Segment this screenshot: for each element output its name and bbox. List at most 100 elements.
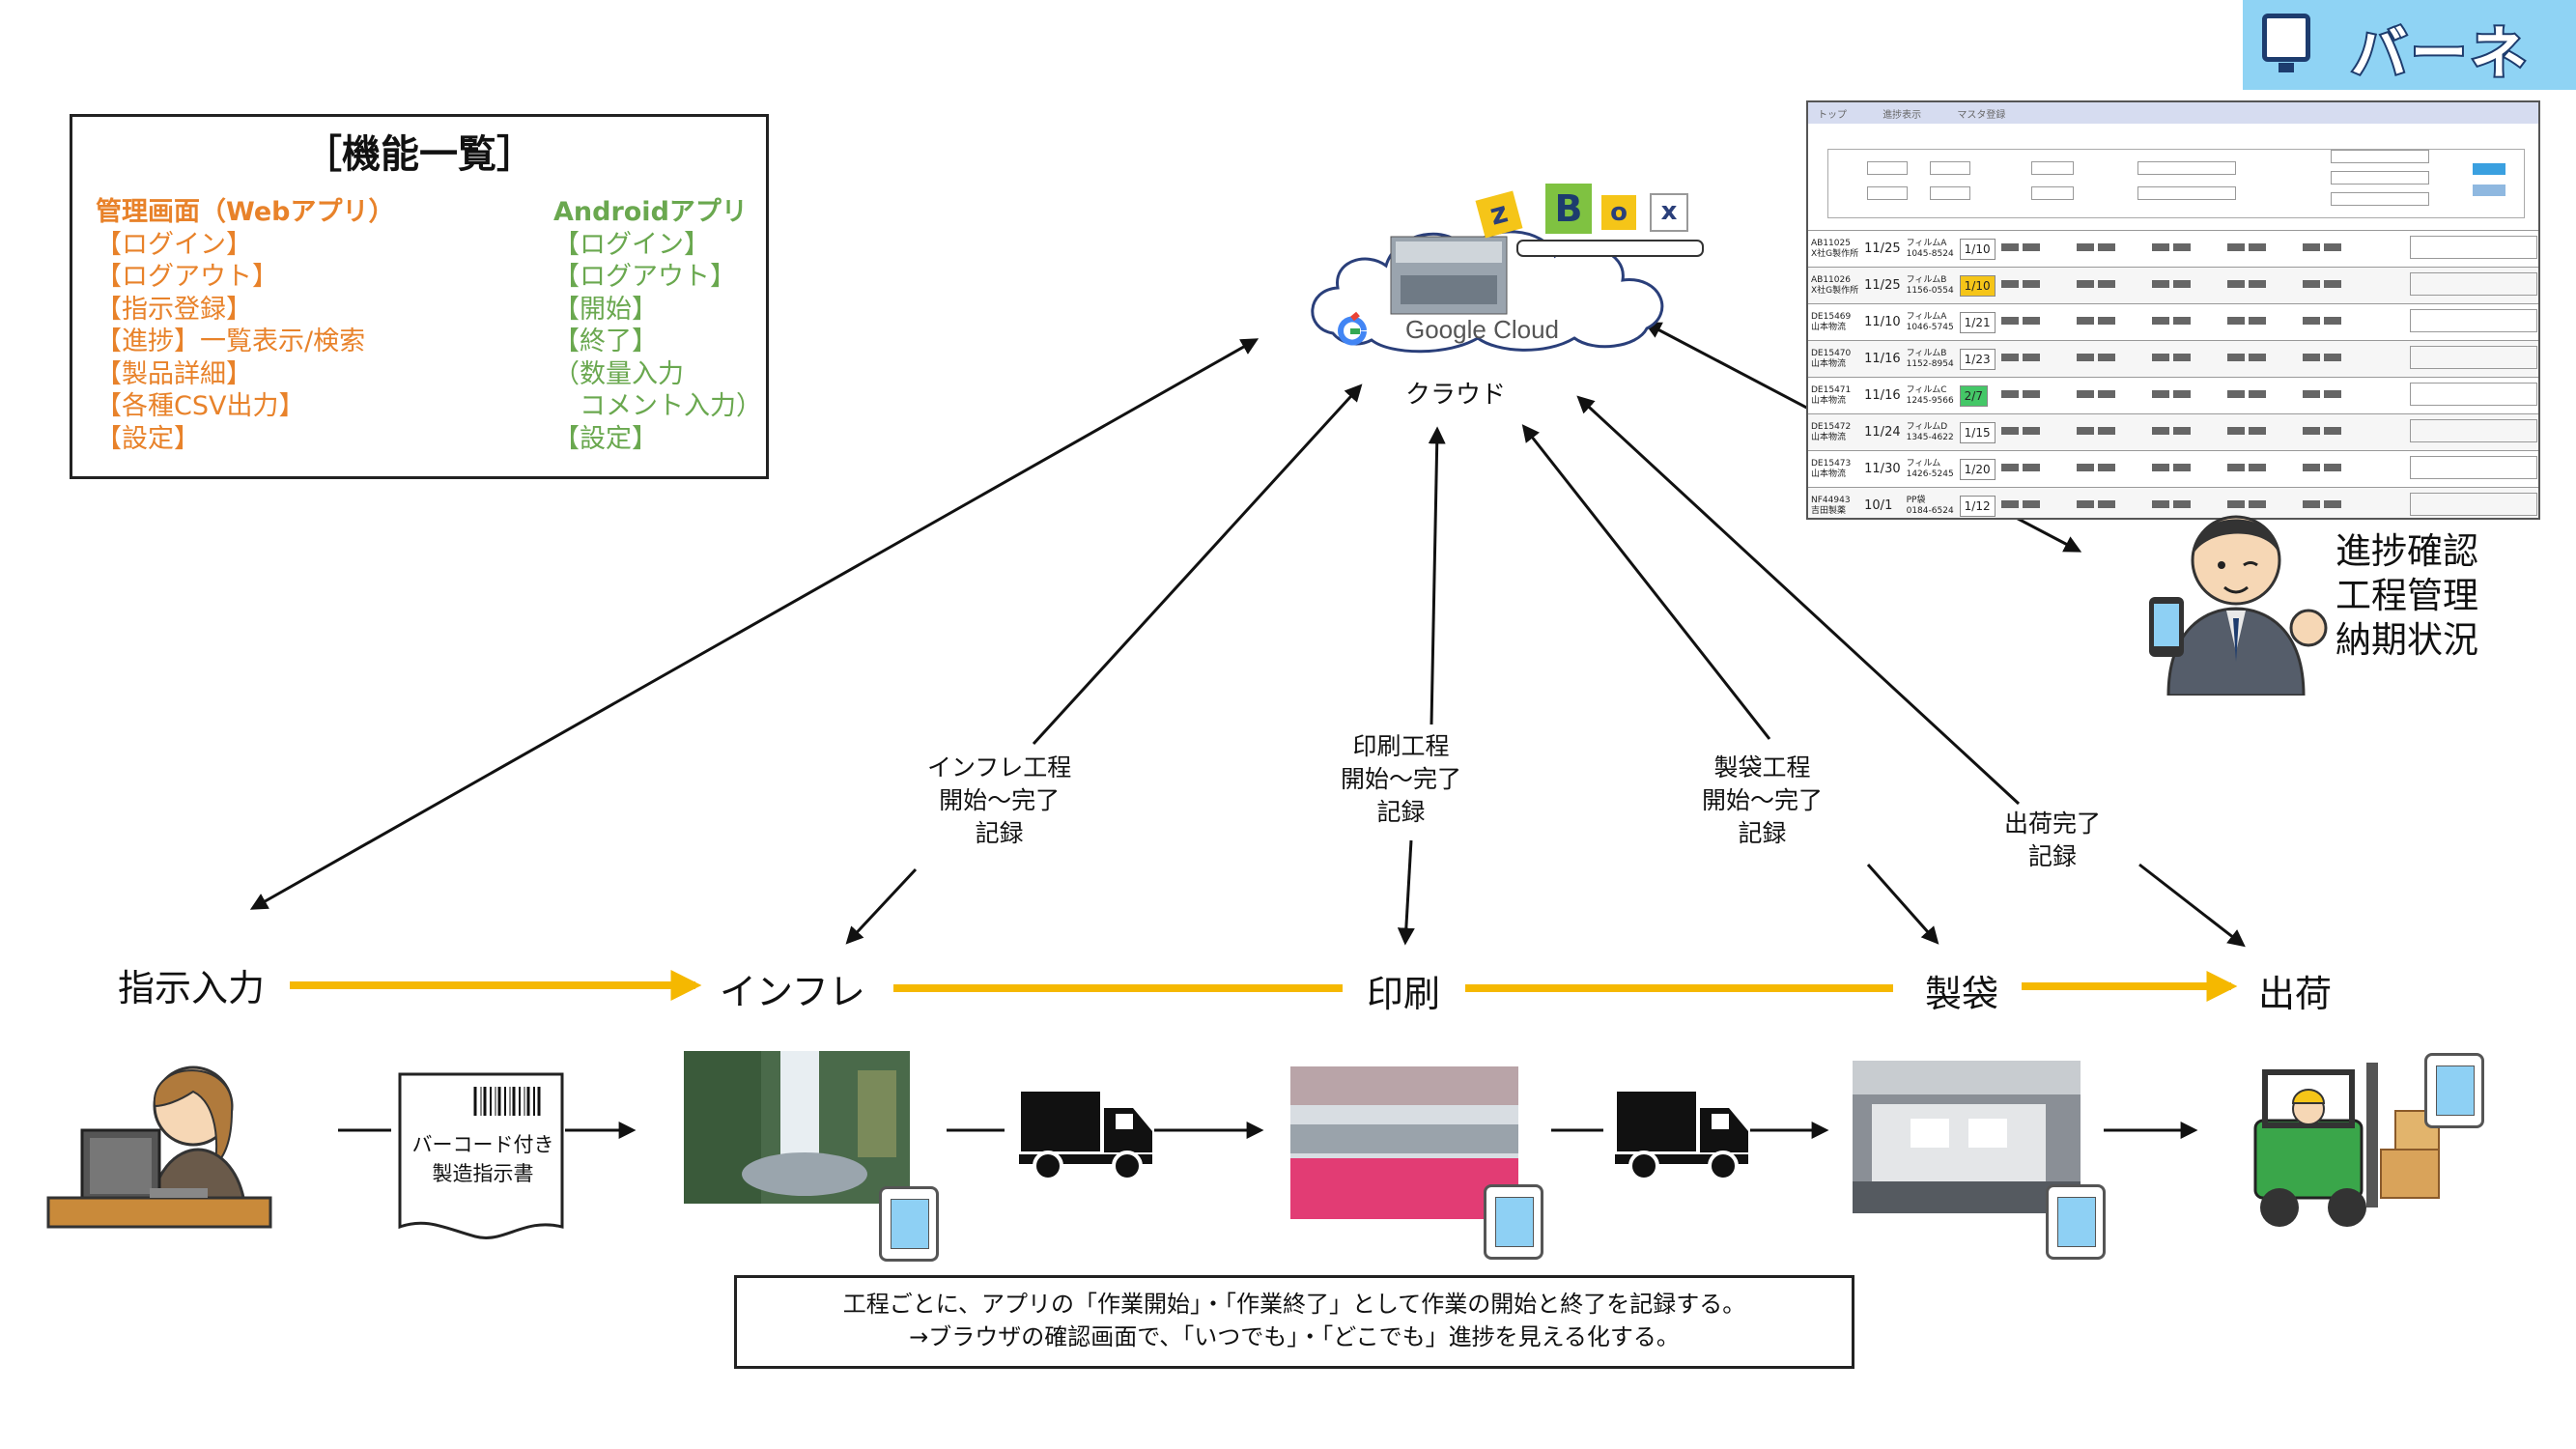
- status-chip: [2151, 280, 2169, 288]
- printing-machine-photo: [1290, 1066, 1518, 1219]
- order-id: NF44943: [1811, 495, 1851, 505]
- status-chip: [2226, 317, 2245, 325]
- due-date: 1/21: [1959, 311, 1996, 333]
- cloud-label: クラウド: [1405, 381, 1507, 410]
- cloud-graphic: Google Cloud: [1311, 230, 1664, 354]
- status-chip: [2248, 500, 2266, 508]
- product-code: 1156-0554: [1906, 285, 1954, 296]
- order-date-cell: 11/16: [1861, 377, 1904, 414]
- truck-icon: [1615, 1092, 1748, 1181]
- arrow-printing-down: [1397, 839, 1415, 946]
- status-chip: [2097, 390, 2115, 398]
- status-chip: [2302, 354, 2320, 361]
- status-chip: [2022, 317, 2040, 325]
- product-code: 1245-9566: [1906, 395, 1954, 406]
- process-status-cell: [1997, 267, 2407, 304]
- status-chip: [2076, 243, 2094, 251]
- filter-select: [1930, 186, 1970, 200]
- filter-select: [1867, 186, 1908, 200]
- status-chip: [2248, 427, 2266, 435]
- due-date-cell: 2/7: [1956, 377, 1998, 414]
- zbox-logo: z B o x: [1475, 184, 1710, 261]
- customer: X社G製作所: [1811, 248, 1859, 259]
- order-id: DE15470: [1811, 348, 1852, 358]
- customer: 山本物流: [1811, 469, 1847, 479]
- process-status-cell: [1997, 230, 2407, 268]
- management-line: 工程管理: [2335, 575, 2478, 616]
- due-date-cell: 1/21: [1956, 303, 1998, 341]
- product-code: 1152-8954: [1906, 358, 1954, 369]
- product-code: 0184-6524: [1906, 505, 1954, 516]
- label-line: インフレ工程: [927, 753, 1072, 781]
- arrow-shipping-down: [2138, 863, 2246, 948]
- product-name: PP袋: [1906, 495, 1926, 505]
- android-app-heading: Androidアプリ: [553, 197, 748, 227]
- status-chip: [2302, 280, 2320, 288]
- customer: 山本物流: [1811, 358, 1847, 369]
- due-date-cell: 1/23: [1956, 340, 1998, 378]
- feature-list-title: ［機能一覧］: [303, 132, 535, 177]
- step-bag-making: 製袋: [1925, 973, 1999, 1015]
- step-instruction-input: 指示入力: [118, 967, 266, 1009]
- android-feature-item: 【ログアウト】: [553, 262, 736, 292]
- status-chip: [2226, 243, 2245, 251]
- forklift-illustration: [2253, 1063, 2440, 1227]
- due-date: 1/12: [1959, 495, 1996, 517]
- label-line: 記録: [1738, 819, 1787, 847]
- comment-box: [2410, 236, 2537, 259]
- status-chip: [2022, 500, 2040, 508]
- status-chip: [2000, 500, 2019, 508]
- comment-box: [2410, 456, 2537, 479]
- status-chip: [2172, 243, 2191, 251]
- status-chip: [2226, 354, 2245, 361]
- android-feature-item: 【ログイン】: [553, 229, 710, 260]
- due-date: 1/15: [1959, 421, 1996, 443]
- android-feature-item: （数量入力: [553, 358, 684, 389]
- label-line: 記録: [975, 819, 1024, 847]
- dashboard-filter-panel: [1827, 149, 2525, 218]
- arrow-printing-to-cloud: [1428, 426, 1446, 725]
- google-cloud-logo-icon: [1338, 311, 1367, 346]
- comment-box: [2410, 383, 2537, 406]
- web-feature-item: 【各種CSV出力】: [96, 391, 305, 421]
- status-chip: [2323, 390, 2341, 398]
- status-chip: [2172, 427, 2191, 435]
- due-date-cell: 1/10: [1956, 267, 1998, 304]
- management-line: 進捗確認: [2335, 530, 2478, 572]
- product-name: フィルムC: [1906, 384, 1947, 395]
- process-status-cell: [1997, 413, 2407, 451]
- comment-cell: [2407, 487, 2538, 518]
- status-chip: [2172, 317, 2191, 325]
- status-chip: [2076, 427, 2094, 435]
- dashboard-nav-item: トップ: [1818, 110, 1847, 121]
- web-feature-item: 【進捗】一覧表示/検索: [96, 327, 366, 356]
- status-chip: [2226, 464, 2245, 471]
- zbox-letter-o: o: [1601, 195, 1636, 230]
- filter-select: [1867, 161, 1908, 175]
- status-chip: [2151, 390, 2169, 398]
- product-code: 1045-8524: [1906, 248, 1954, 259]
- filter-input: [2137, 161, 2236, 175]
- comment-box: [2410, 309, 2537, 332]
- status-chip: [2172, 354, 2191, 361]
- status-chip: [2000, 354, 2019, 361]
- status-chip: [2000, 280, 2019, 288]
- comment-cell: [2407, 267, 2538, 304]
- due-date-cell: 1/10: [1956, 230, 1998, 268]
- android-feature-item: 【終了】: [553, 327, 658, 356]
- order-date-cell: 11/25: [1861, 267, 1904, 304]
- filter-select: [1930, 161, 1970, 175]
- arrow-bagmaking-down: [1866, 864, 1939, 945]
- status-chip: [2076, 500, 2094, 508]
- order-id: AB11025: [1811, 238, 1851, 248]
- status-chip: [2248, 280, 2266, 288]
- status-chip: [2097, 243, 2115, 251]
- customer: 山本物流: [1811, 322, 1847, 332]
